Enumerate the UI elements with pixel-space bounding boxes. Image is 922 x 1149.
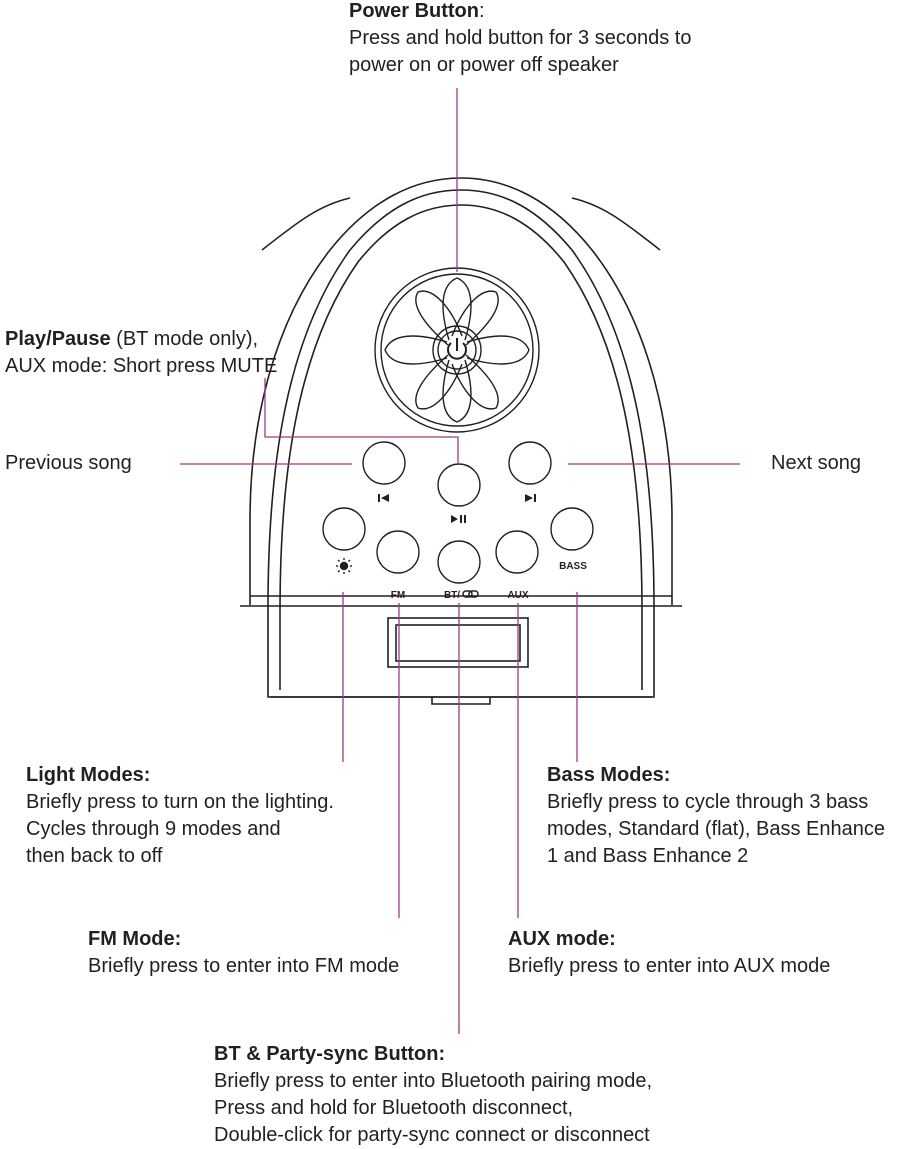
sun-icon [336,558,352,574]
bass-button[interactable] [550,507,594,551]
previous-button[interactable] [362,441,406,485]
next-button[interactable] [508,441,552,485]
bt-line-3: Double-click for party-sync connect or d… [214,1124,650,1146]
play-pause-icon [451,515,466,523]
light-label: Light Modes: Briefly press to turn on th… [26,762,334,870]
light-line-1: Briefly press to turn on the lighting. [26,791,334,813]
power-icon[interactable] [447,338,467,360]
bass-line-3: 1 and Bass Enhance 2 [547,845,749,867]
aux-button[interactable] [495,530,539,574]
fm-button[interactable] [376,530,420,574]
bass-line-1: Briefly press to cycle through 3 bass [547,791,869,813]
fm-label: FM Mode: Briefly press to enter into FM … [88,926,399,980]
bass-button-label: BASS [559,561,587,572]
play-label: Play/Pause (BT mode only), AUX mode: Sho… [5,326,277,380]
play-rest: (BT mode only), [110,328,259,350]
power-label: Power Button: Press and hold button for … [349,0,691,79]
next-track-icon [525,494,536,502]
aux-line-1: Briefly press to enter into AUX mode [508,955,831,977]
power-line-1: Press and hold button for 3 seconds to [349,27,692,49]
power-title: Power Button [349,0,479,22]
light-title: Light Modes: [26,764,151,786]
bass-line-2: modes, Standard (flat), Bass Enhance [547,818,885,840]
power-line-2: power on or power off speaker [349,54,619,76]
speaker-body [240,177,682,705]
play-line-2: AUX mode: Short press MUTE [5,355,278,377]
bt-label: BT & Party-sync Button: Briefly press to… [214,1041,652,1149]
light-line-2: Cycles through 9 modes and [26,818,281,840]
bt-button-label: BT/ [444,590,460,601]
light-button[interactable] [322,507,366,551]
play-leader [264,378,459,464]
link-icon [462,590,479,598]
play-title: Play/Pause [5,328,111,350]
light-line-3: then back to off [26,845,163,867]
aux-label: AUX mode: Briefly press to enter into AU… [508,926,830,980]
aux-title: AUX mode: [508,928,616,950]
play-pause-button[interactable] [437,463,481,507]
leader-lines [180,88,740,1034]
previous-label: Previous song [5,452,132,474]
power-sep: : [479,0,485,22]
bt-line-1: Briefly press to enter into Bluetooth pa… [214,1070,653,1092]
bt-button[interactable] [437,540,481,584]
fm-button-label: FM [391,590,405,601]
previous-track-icon [378,494,389,502]
fm-title: FM Mode: [88,928,182,950]
fm-line-1: Briefly press to enter into FM mode [88,955,400,977]
bt-line-2: Press and hold for Bluetooth disconnect, [214,1097,574,1119]
aux-button-label: AUX [507,590,528,601]
next-label: Next song [771,452,862,474]
bass-label: Bass Modes: Briefly press to cycle throu… [547,762,885,870]
bt-title: BT & Party-sync Button: [214,1043,446,1065]
bass-title: Bass Modes: [547,764,671,786]
display-window [387,617,529,668]
